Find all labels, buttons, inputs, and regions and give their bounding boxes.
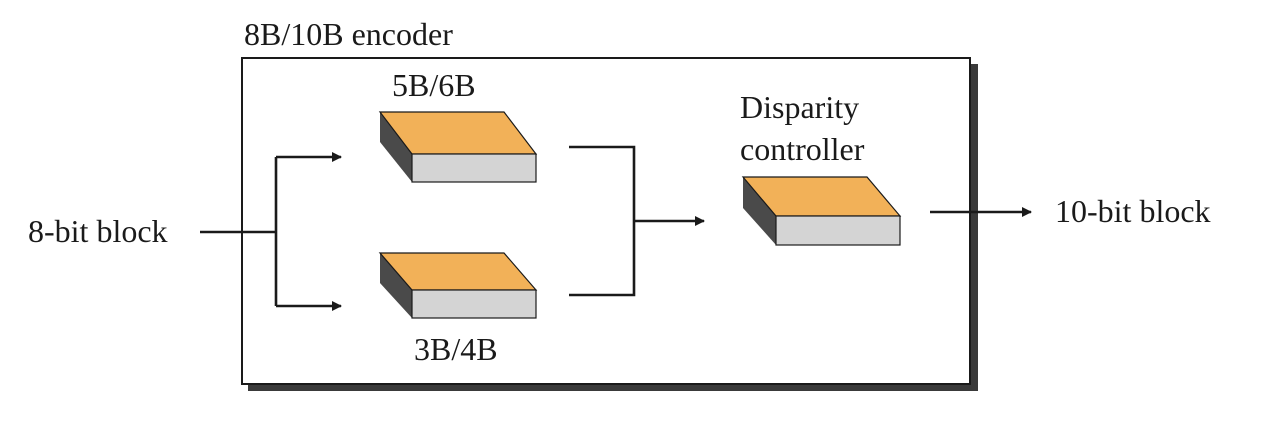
block-5b6b-label: 5B/6B [392,67,476,103]
block-5b6b [378,111,538,183]
input-label: 8-bit block [28,213,168,249]
disparity-label-line1: Disparity [740,89,859,125]
block-3b4b-label: 3B/4B [414,331,498,367]
block-3b4b-side [380,253,412,318]
block-disparity-controller [741,176,902,246]
block-5b6b-side [380,112,412,182]
disparity-label-line2: controller [740,131,865,167]
output-label: 10-bit block [1055,193,1211,229]
block-5b6b-front [411,153,537,183]
block-3b4b [378,252,538,319]
encoder-title: 8B/10B encoder [244,16,453,52]
block-disparity-side [743,177,776,245]
block-disparity-front [775,215,901,246]
block-3b4b-front [411,289,537,319]
